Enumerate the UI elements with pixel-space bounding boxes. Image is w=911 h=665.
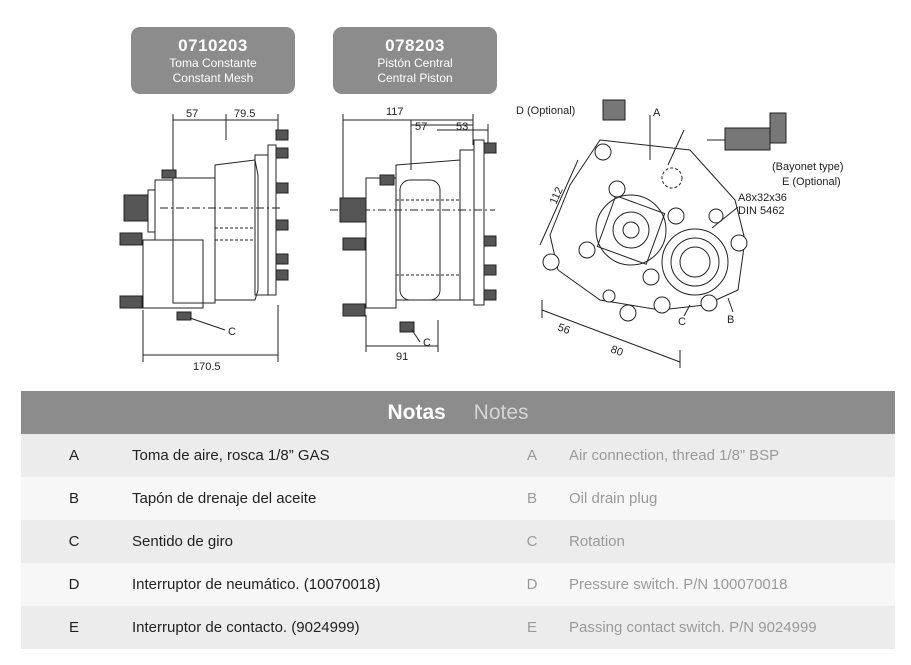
notes-title-en: Notes [473, 401, 529, 424]
row-key: B [526, 490, 537, 507]
model-name-es: Pistón Central [377, 56, 453, 70]
row-text-en: Passing contact switch. P/N 9024999 [569, 619, 817, 636]
table-row: D Interruptor de neumático. (10070018) D… [21, 563, 895, 606]
row-key: D [526, 576, 538, 593]
row-text-es: Interruptor de neumático. (10070018) [132, 576, 381, 593]
model-code: 0710203 [178, 36, 248, 55]
dim-label: 57 [415, 121, 427, 133]
side-view-central-piston [330, 114, 497, 352]
row-text-en: Oil drain plug [569, 490, 658, 507]
row-text-en: Pressure switch. P/N 100070018 [569, 576, 788, 593]
callout-label: B [727, 314, 734, 326]
callout-label: A [653, 107, 661, 119]
row-text-es: Toma de aire, rosca 1/8” GAS [132, 447, 330, 464]
callout-label: C [423, 337, 431, 349]
row-key: A [68, 447, 79, 464]
callout-label: D (Optional) [516, 105, 575, 117]
model-code: 078203 [385, 36, 445, 55]
dim-label: 80 [609, 344, 625, 359]
model-name-en: Constant Mesh [172, 71, 254, 85]
row-text-es: Sentido de giro [132, 533, 233, 550]
table-row: C Sentido de giro C Rotation [21, 520, 895, 563]
callout-label: C [228, 326, 236, 338]
row-key: E [526, 619, 537, 636]
notes-title-es: Notas [387, 401, 446, 424]
front-view [539, 99, 787, 368]
dim-label: 57 [186, 108, 198, 120]
dim-label: 170.5 [193, 361, 221, 373]
callout-label: C [678, 316, 686, 328]
row-key: C [68, 533, 80, 550]
dim-label: 56 [556, 322, 572, 337]
dim-label: 117 [386, 106, 404, 118]
callout-label: E (Optional) [782, 176, 841, 188]
row-key: E [68, 619, 79, 636]
spec-label: A8x32x36 [738, 192, 787, 204]
table-row: B Tapón de drenaje del aceite B Oil drai… [21, 477, 895, 520]
callout-label: (Bayonet type) [772, 161, 844, 173]
row-key: C [526, 533, 538, 550]
table-row: A Toma de aire, rosca 1/8” GAS A Air con… [21, 434, 895, 477]
dim-label: 91 [396, 351, 408, 363]
row-key: D [68, 576, 80, 593]
model-name-en: Central Piston [377, 71, 453, 85]
model-badge-central-piston: 078203 Pistón Central Central Piston [333, 27, 497, 94]
row-text-en: Air connection, thread 1/8” BSP [569, 447, 780, 464]
model-badge-constant-mesh: 0710203 Toma Constante Constant Mesh [131, 27, 295, 94]
row-key: B [68, 490, 79, 507]
row-text-es: Interruptor de contacto. (9024999) [132, 619, 360, 636]
dim-label: 53 [456, 121, 468, 133]
table-row: E Interruptor de contacto. (9024999) E P… [21, 606, 895, 649]
notes-header: Notas Notes [21, 391, 895, 434]
technical-drawings: 57 79.5 170.5 C 117 57 53 91 C D (Option… [119, 99, 844, 373]
side-view-constant-mesh [119, 114, 289, 362]
row-text-en: Rotation [569, 533, 625, 550]
model-name-es: Toma Constante [169, 56, 257, 70]
row-text-es: Tapón de drenaje del aceite [132, 490, 317, 507]
notes-table: Notas Notes A Toma de aire, rosca 1/8” G… [21, 391, 895, 649]
spec-label: DIN 5462 [738, 205, 784, 217]
row-key: A [526, 447, 537, 464]
dim-label: 79.5 [234, 108, 255, 120]
